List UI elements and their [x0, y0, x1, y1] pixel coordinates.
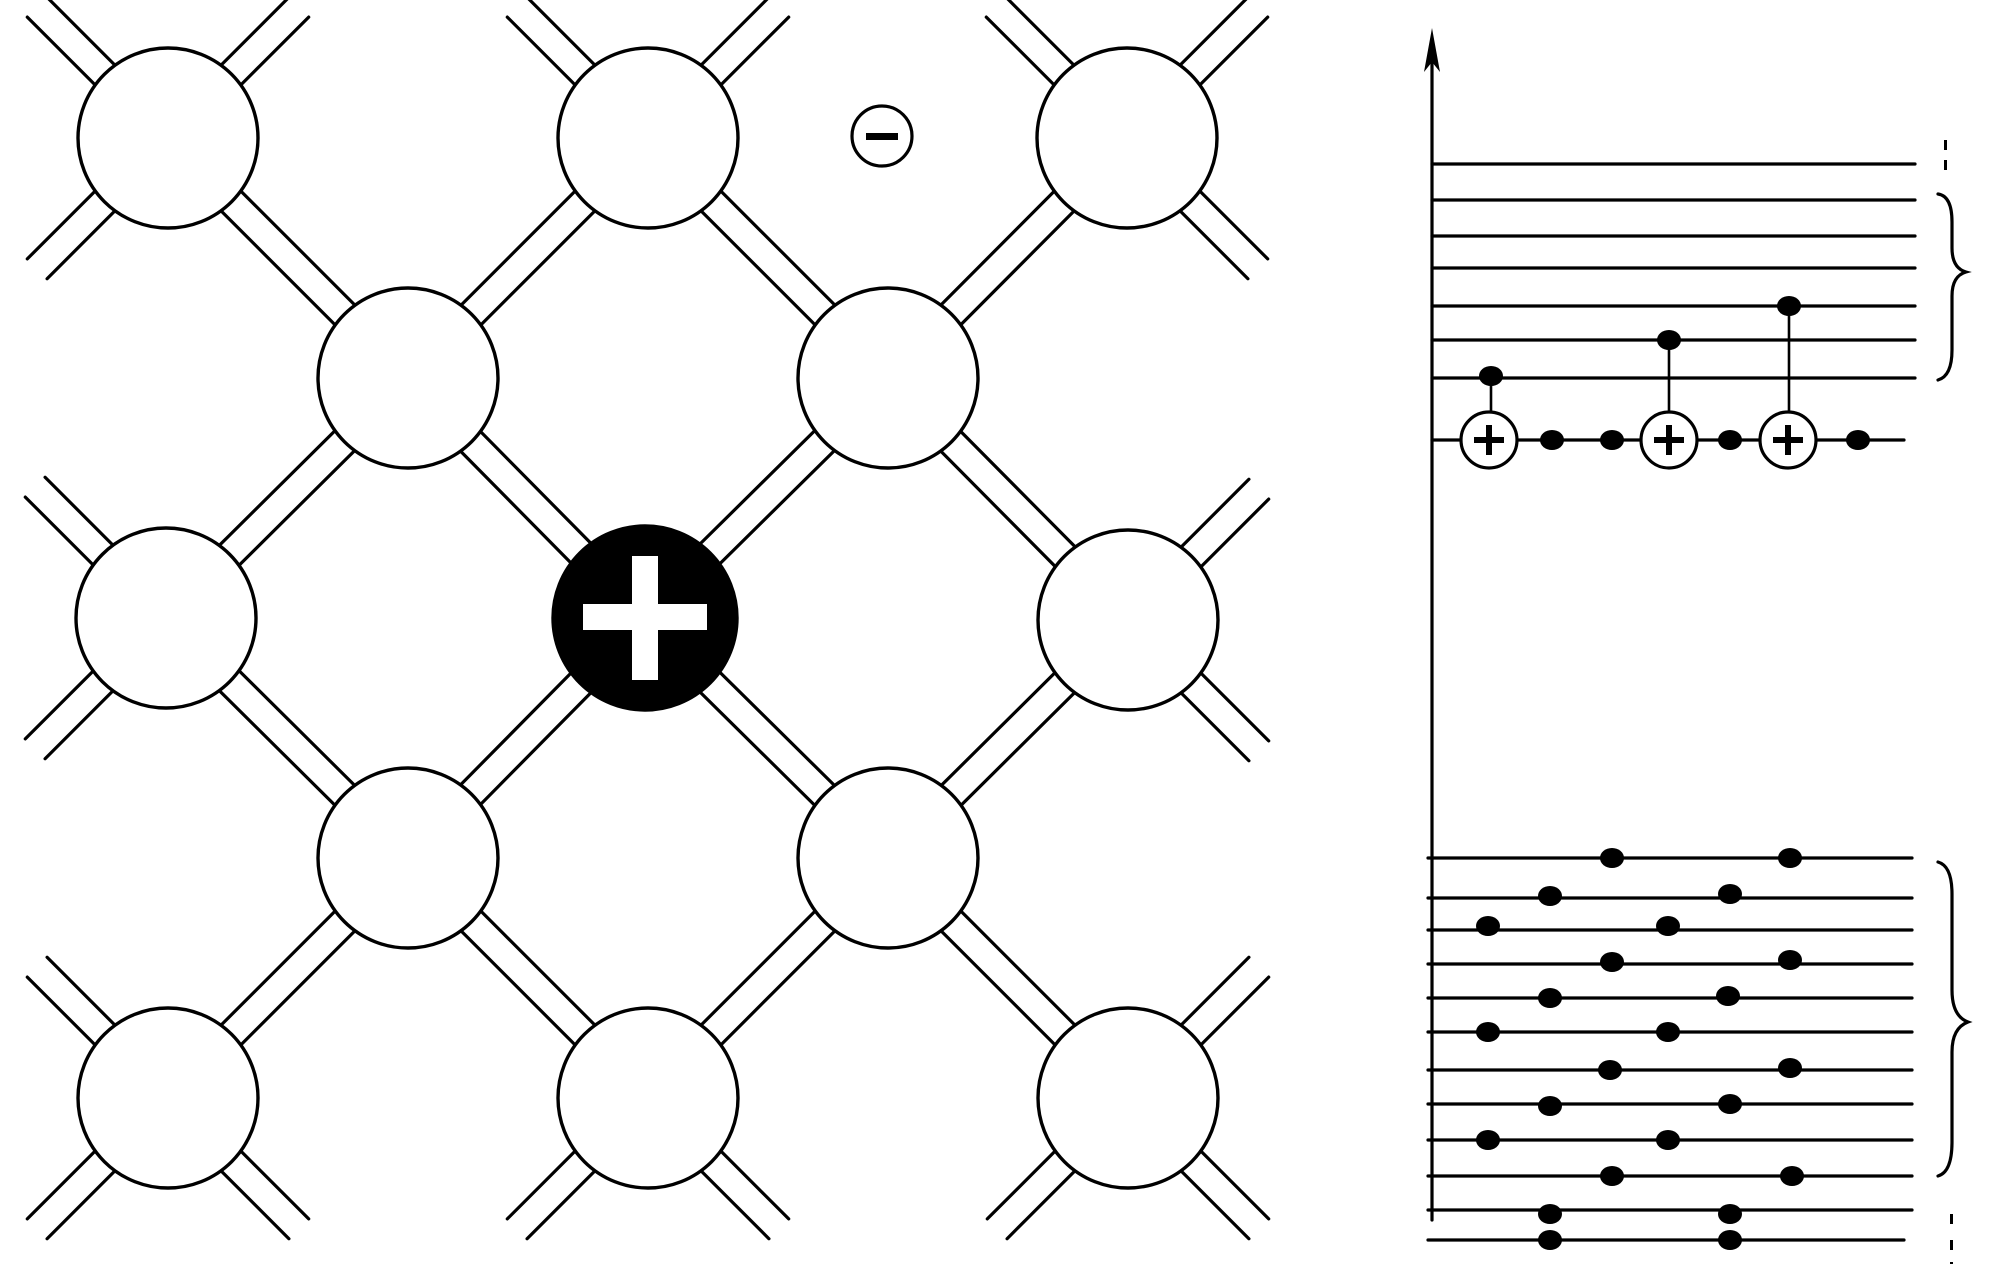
valence-electron: [1476, 916, 1500, 936]
donor-electron: [1600, 430, 1624, 450]
silicon-atom: [76, 46, 260, 230]
silicon-atom: [796, 766, 980, 950]
silicon-atom: [796, 286, 980, 470]
valence-band-brace-icon: [1936, 860, 1973, 1178]
valence-electron: [1598, 1060, 1622, 1080]
valence-electron: [1716, 986, 1740, 1006]
valence-electron: [1600, 1166, 1624, 1186]
valence-electron: [1538, 886, 1562, 906]
continuation-dot: [1944, 160, 1947, 170]
silicon-atom: [76, 1006, 260, 1190]
ionized-donor: [1758, 410, 1818, 470]
valence-electron: [1538, 1096, 1562, 1116]
valence-electron: [1538, 1204, 1562, 1224]
valence-electron: [1656, 1022, 1680, 1042]
valence-electron: [1538, 988, 1562, 1008]
minus-icon: [866, 133, 898, 140]
silicon-atom: [74, 526, 258, 710]
conduction-electron: [1777, 296, 1801, 316]
continuation-dot: [1944, 140, 1947, 150]
valence-electron: [1718, 884, 1742, 904]
valence-electron: [1538, 1230, 1562, 1250]
valence-electron: [1718, 1204, 1742, 1224]
donor-ion: [551, 524, 739, 712]
valence-electron: [1600, 848, 1624, 868]
valence-electron: [1780, 1166, 1804, 1186]
valence-electron: [1476, 1130, 1500, 1150]
energy-band-diagram: [1424, 28, 1973, 1264]
continuation-dot: [1950, 1240, 1953, 1250]
valence-electron: [1656, 1130, 1680, 1150]
valence-electron: [1778, 950, 1802, 970]
plus-icon: [632, 556, 658, 680]
silicon-atom: [1036, 528, 1220, 712]
silicon-atom: [1036, 1006, 1220, 1190]
silicon-atom: [316, 286, 500, 470]
valence-electron: [1476, 1022, 1500, 1042]
silicon-atom: [316, 766, 500, 950]
donor-electron: [1718, 430, 1742, 450]
axis-arrowhead-icon: [1424, 28, 1440, 72]
valence-electron: [1718, 1230, 1742, 1250]
crystal-lattice: [23, 0, 1271, 1241]
valence-electron: [1778, 1058, 1802, 1078]
free-electron: [850, 104, 914, 168]
continuation-dot: [1950, 1214, 1953, 1224]
plus-icon: [1666, 425, 1672, 455]
valence-electron: [1656, 916, 1680, 936]
ionized-donor: [1459, 410, 1519, 470]
valence-electron: [1718, 1094, 1742, 1114]
donor-electron: [1846, 430, 1870, 450]
silicon-atom: [556, 46, 740, 230]
silicon-atom: [1035, 46, 1219, 230]
valence-electron: [1778, 848, 1802, 868]
continuation-dot: [1950, 1262, 1953, 1264]
plus-icon: [1486, 425, 1492, 455]
silicon-atom: [556, 1006, 740, 1190]
conduction-electron: [1657, 330, 1681, 350]
conduction-band-brace-icon: [1936, 192, 1972, 382]
donor-electron: [1540, 430, 1564, 450]
ionized-donor: [1639, 410, 1699, 470]
plus-icon: [1785, 425, 1791, 455]
conduction-electron: [1479, 366, 1503, 386]
valence-electron: [1600, 952, 1624, 972]
